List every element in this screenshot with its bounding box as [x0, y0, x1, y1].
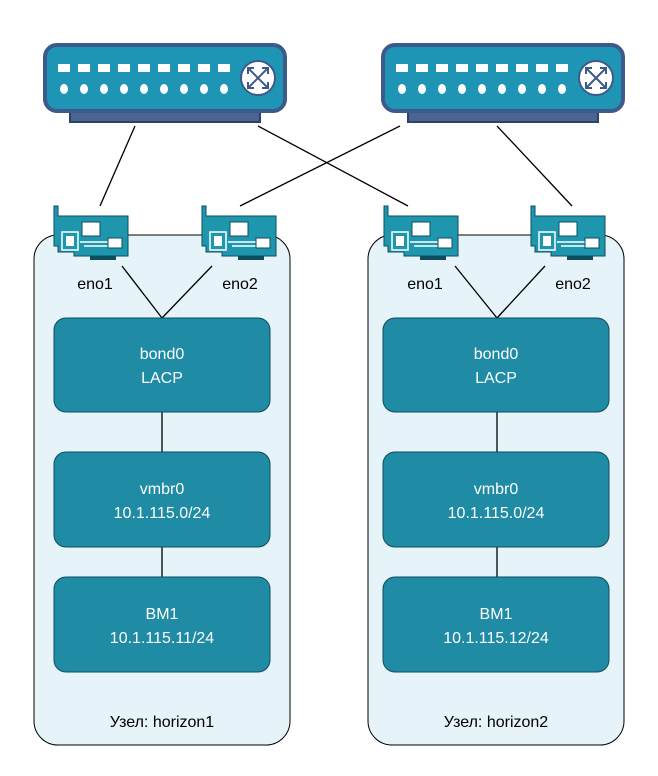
vm-ip-h2: 10.1.115.12/24 [443, 630, 549, 647]
link-switch1-h2-eno1 [257, 125, 409, 207]
nic-card-icon [383, 205, 459, 261]
link-h1-eno2-bond [161, 265, 213, 319]
vm-box-horizon2 [382, 576, 610, 673]
nic-label-h2-eno1: eno1 [407, 276, 443, 293]
bridge-subnet-h1: 10.1.115.0/24 [114, 505, 211, 522]
bond-name-h2: bond0 [474, 346, 519, 363]
bridge-box-horizon1 [53, 451, 271, 548]
link-h2-eno2-bond [496, 265, 546, 319]
bridge-name-h1: vmbr0 [140, 481, 185, 498]
link-switch2-h1-eno2 [239, 125, 401, 207]
nic-card-icon [53, 205, 129, 261]
vm-ip-h1: 10.1.115.11/24 [110, 630, 214, 647]
node-label-horizon2: Узел: horizon2 [444, 714, 548, 731]
bond-box-horizon1 [53, 317, 271, 413]
vm-name-h1: ВМ1 [146, 606, 179, 623]
nic-card-icon [201, 205, 277, 261]
link-switch2-h2-eno2 [496, 125, 573, 207]
node-label-horizon1: Узел: horizon1 [110, 714, 214, 731]
bridge-box-horizon2 [382, 451, 610, 548]
link-h2-eno1-bond [454, 265, 498, 319]
vm-box-horizon1 [53, 576, 271, 673]
nic-label-h2-eno2: eno2 [555, 276, 591, 293]
bridge-subnet-h2: 10.1.115.0/24 [448, 505, 545, 522]
bridge-name-h2: vmbr0 [474, 481, 519, 498]
nic-label-h1-eno1: eno1 [77, 276, 113, 293]
bond-mode-h2: LACP [475, 370, 517, 387]
bond-name-h1: bond0 [140, 346, 185, 363]
link-switch1-h1-eno1 [99, 125, 136, 207]
bond-mode-h1: LACP [141, 370, 183, 387]
link-h1-eno1-bond [121, 265, 163, 319]
network-switch-icon [43, 43, 287, 124]
vm-name-h2: ВМ1 [480, 606, 513, 623]
bond-box-horizon2 [382, 317, 610, 413]
nic-card-icon [530, 205, 606, 261]
network-switch-icon [381, 43, 625, 124]
nic-label-h1-eno2: eno2 [222, 276, 258, 293]
